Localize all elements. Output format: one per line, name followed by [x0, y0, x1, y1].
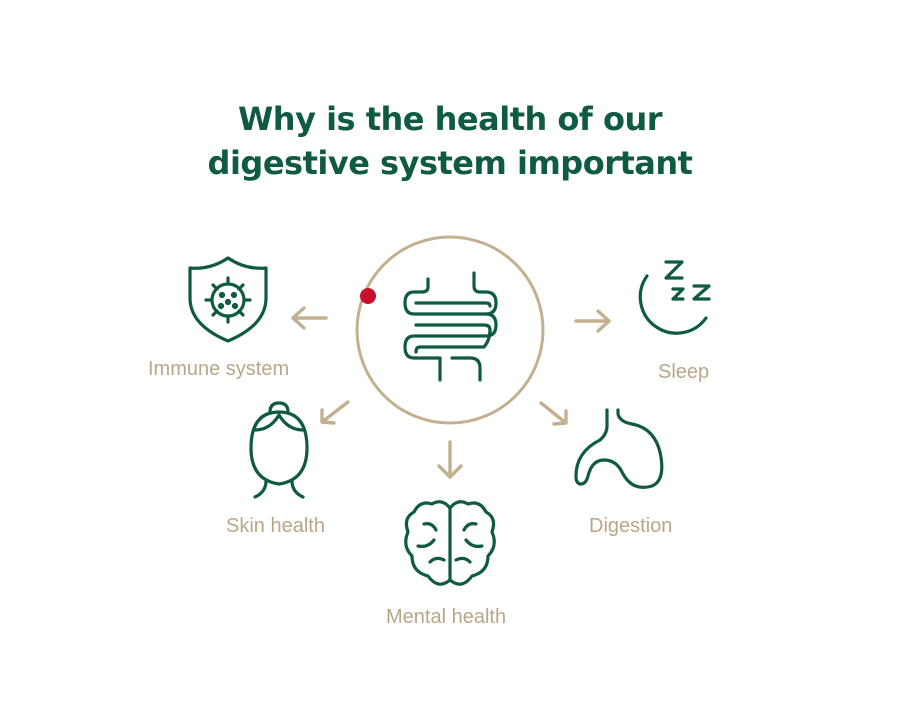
label-mental-health: Mental health [386, 606, 507, 628]
red-dot [360, 288, 376, 304]
center-ring [355, 235, 545, 425]
stomach-icon [574, 408, 664, 489]
arrow-to-immune [291, 306, 328, 330]
title-line-1: Why is the health of our [237, 100, 663, 138]
page-title: Why is the health of our digestive syste… [0, 97, 900, 185]
arrow-to-digestion [539, 401, 568, 426]
title-line-2: digestive system important [207, 144, 693, 182]
face-icon [249, 401, 309, 499]
label-immune-system: Immune system [148, 358, 290, 380]
intestine-icon [403, 271, 498, 382]
moon-zzz-icon [638, 260, 711, 335]
arrow-to-skin [320, 400, 350, 425]
label-skin-health: Skin health [226, 515, 325, 537]
arrow-to-sleep [574, 309, 611, 333]
shield-virus-icon [188, 256, 268, 343]
label-sleep: Sleep [658, 361, 710, 383]
label-digestion: Digestion [589, 515, 673, 537]
arrow-to-mental [437, 440, 463, 479]
brain-icon [404, 500, 496, 586]
